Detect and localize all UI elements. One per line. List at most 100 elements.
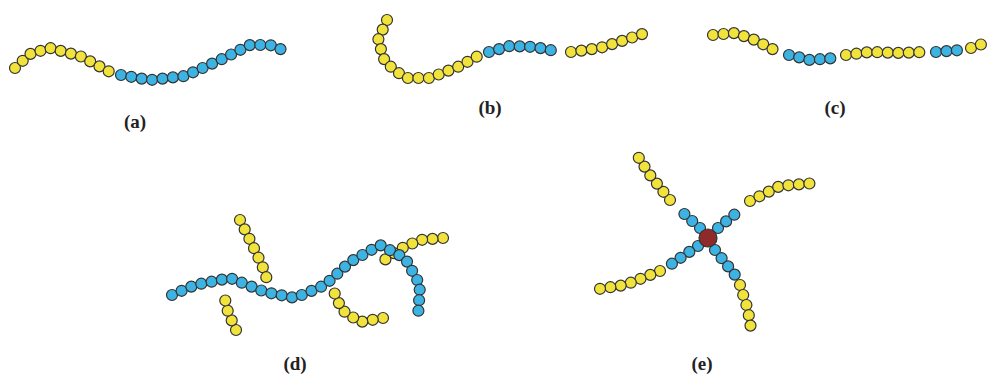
monomer-bead (287, 292, 298, 303)
monomer-bead (633, 152, 644, 163)
monomer-bead (514, 41, 525, 52)
monomer-bead (438, 233, 449, 244)
monomer-bead (494, 44, 505, 55)
monomer-bead (414, 295, 425, 306)
monomer-bead (607, 39, 618, 50)
monomer-bead (535, 43, 546, 54)
monomer-bead (157, 73, 168, 84)
monomer-bead (617, 35, 628, 46)
monomer-bead (783, 180, 794, 191)
monomer-bead (941, 46, 952, 57)
monomer-bead (222, 305, 233, 316)
monomer-bead (743, 310, 754, 321)
monomer-bead (728, 28, 739, 39)
monomer-bead (427, 233, 438, 244)
monomer-bead (126, 71, 137, 82)
monomer-bead (804, 54, 815, 65)
monomer-bead (375, 44, 386, 55)
monomer-bead (872, 47, 883, 58)
monomer-bead (244, 40, 255, 51)
monomer-bead (784, 50, 795, 61)
monomer-bead (615, 280, 626, 291)
monomer-bead (951, 45, 962, 56)
monomer-bead (261, 272, 272, 283)
monomer-bead (597, 42, 608, 53)
monomer-bead (804, 178, 815, 189)
monomer-bead (738, 290, 749, 301)
monomer-bead (116, 70, 127, 81)
monomer-bead (471, 51, 482, 62)
monomer-bead (679, 209, 690, 220)
monomer-bead (814, 54, 825, 65)
monomer-bead (367, 314, 378, 325)
monomer-bead (566, 47, 577, 58)
monomer-bead (55, 45, 66, 56)
monomer-bead (625, 277, 636, 288)
monomer-bead (637, 29, 648, 40)
monomer-bead (196, 278, 207, 289)
monomer-bead (903, 47, 914, 58)
monomer-bead (882, 47, 893, 58)
monomer-bead (504, 41, 515, 52)
monomer-bead (329, 288, 340, 299)
monomer-bead (413, 73, 424, 84)
monomer-bead (767, 44, 778, 55)
monomer-bead (545, 45, 556, 56)
monomer-bead (167, 72, 178, 83)
monomer-bead (773, 181, 784, 192)
monomer-bead (147, 74, 158, 85)
monomer-bead (373, 34, 384, 45)
monomer-bead (35, 45, 46, 56)
monomer-bead (718, 29, 729, 40)
monomer-bead (216, 274, 227, 285)
monomer-bead (402, 73, 413, 84)
monomer-bead (136, 73, 147, 84)
monomer-bead (586, 44, 597, 55)
monomer-bead (666, 258, 677, 269)
panel-label: (a) (124, 111, 146, 133)
monomer-bead (255, 40, 266, 51)
panel-label: (e) (691, 353, 712, 375)
monomer-bead (595, 283, 606, 294)
panel-label: (c) (824, 97, 845, 119)
monomer-bead (484, 47, 495, 58)
monomer-bead (975, 39, 986, 50)
monomer-bead (931, 47, 942, 58)
monomer-bead (25, 48, 36, 59)
monomer-bead (825, 53, 836, 64)
monomer-bead (186, 281, 197, 292)
monomer-bead (414, 284, 425, 295)
monomer-bead (729, 269, 740, 280)
monomer-bead (745, 320, 756, 331)
monomer-bead (275, 44, 286, 55)
monomer-bead (729, 209, 740, 220)
monomer-bead (735, 280, 746, 291)
monomer-bead (741, 300, 752, 311)
star-core (699, 229, 717, 247)
monomer-bead (708, 30, 719, 41)
monomer-bead (220, 295, 231, 306)
monomer-bead (794, 52, 805, 63)
monomer-bead (861, 47, 872, 58)
monomer-bead (65, 48, 76, 59)
monomer-bead (793, 179, 804, 190)
monomer-bead (413, 305, 424, 316)
monomer-bead (103, 66, 114, 77)
monomer-bead (276, 290, 287, 301)
monomer-bead (525, 41, 536, 52)
monomer-bead (206, 276, 217, 287)
monomer-bead (841, 50, 852, 61)
monomer-bead (605, 282, 616, 293)
monomer-bead (851, 48, 862, 59)
panel-label: (b) (478, 97, 501, 119)
monomer-bead (914, 47, 925, 58)
monomer-bead (266, 288, 277, 299)
monomer-bead (45, 43, 56, 54)
monomer-bead (893, 47, 904, 58)
monomer-bead (576, 45, 587, 56)
monomer-bead (256, 285, 267, 296)
monomer-bead (378, 313, 389, 324)
panel-label: (d) (283, 353, 306, 375)
